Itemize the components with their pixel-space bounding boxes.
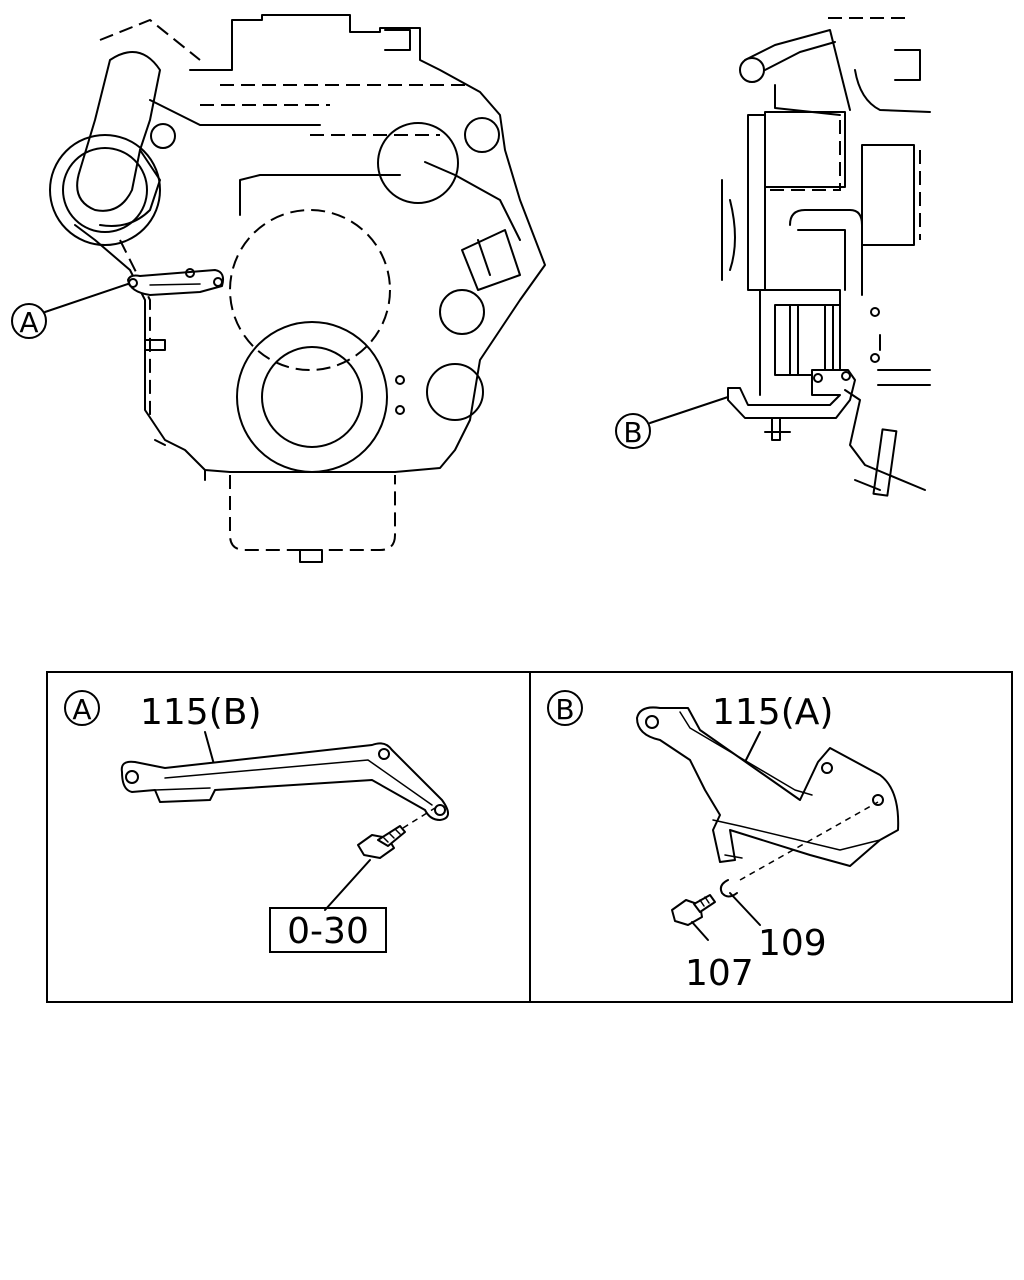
callout-b-label: B: [623, 416, 642, 449]
part-label-107: 107: [685, 953, 754, 994]
detail-panels-frame: [46, 671, 1013, 1003]
callout-a: A: [11, 283, 129, 339]
bolt-icon: [357, 807, 436, 859]
callout-a-label: A: [19, 306, 38, 339]
detail-panel-a: A 115(B) 0-30: [64, 690, 449, 953]
panel-a-marker: A: [72, 693, 91, 726]
bracket-115a: [636, 706, 900, 867]
bolt-icon: [671, 894, 716, 926]
part-label-115a: 115(A): [712, 692, 833, 733]
engine-side-view: [721, 17, 931, 497]
detail-panel-b: B 115(A) 109 107: [547, 690, 900, 994]
part-label-115b: 115(B): [140, 692, 262, 733]
fastener-ref-box: [269, 907, 387, 953]
callout-b: B: [615, 396, 729, 449]
engine-front-view: [49, 14, 546, 563]
fastener-ref-label: 0-30: [287, 911, 369, 952]
washer-icon: [719, 879, 738, 898]
part-label-109: 109: [758, 923, 827, 964]
panel-b-marker: B: [555, 693, 574, 726]
bracket-115b: [120, 742, 449, 821]
